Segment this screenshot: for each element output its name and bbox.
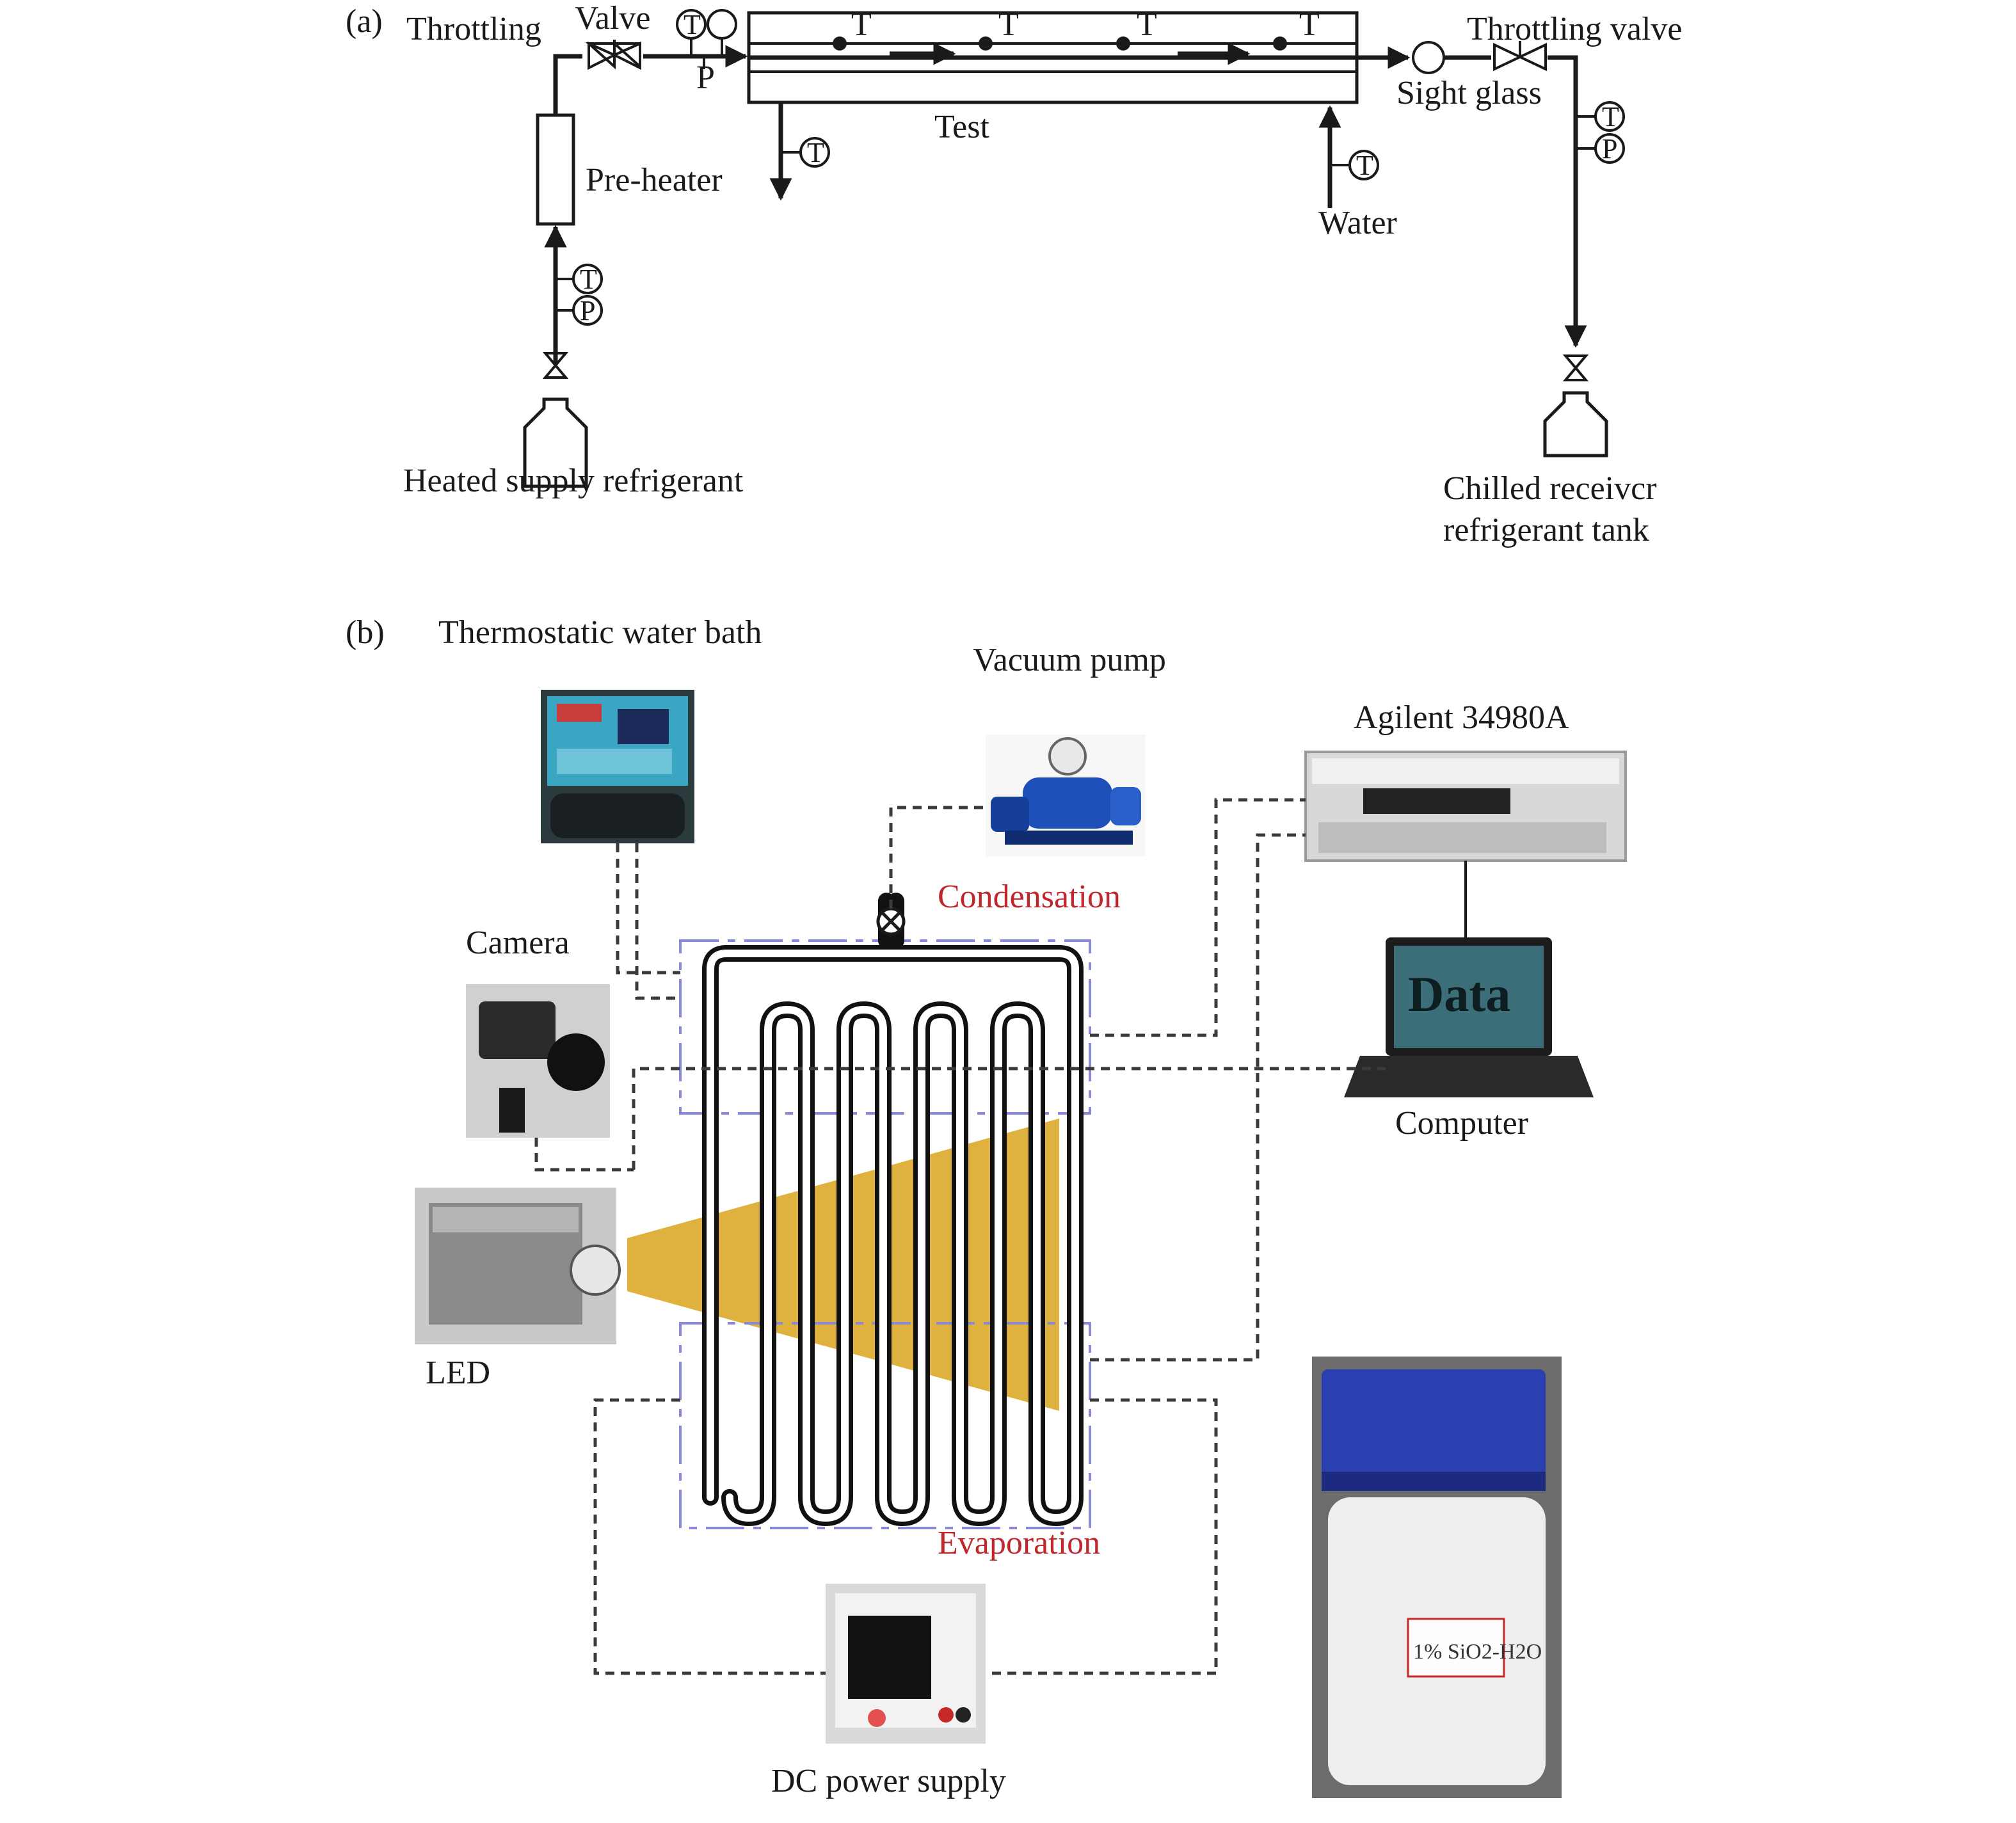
- thermocouple-t1: T: [851, 6, 872, 43]
- computer-label: Computer: [1395, 1105, 1528, 1142]
- evaporation-label: Evaporation: [938, 1525, 1100, 1561]
- outlet-gauges: T P: [1576, 101, 1625, 164]
- supply-t-gauge: T: [580, 264, 597, 295]
- computer-photo: Data: [1344, 937, 1594, 1097]
- supply-p-gauge: P: [580, 295, 595, 326]
- bath-line-2: [635, 843, 680, 1000]
- power-line-left: [593, 1398, 826, 1675]
- agilent-34980a-photo: [1304, 751, 1627, 862]
- test-label: Test: [934, 109, 989, 145]
- computer-screen-text: Data: [1408, 966, 1510, 1022]
- throttling-valve-outlet-icon: [1493, 41, 1547, 72]
- camera-computer-line: [632, 1067, 1386, 1170]
- water-inlet-gauge: T: [1330, 150, 1379, 181]
- panel-b: (b) Thermostatic water bath Vacuum pump …: [346, 614, 1627, 1799]
- pre-heater-label: Pre-heater: [586, 162, 723, 198]
- panel-a: (a) Throttling Valve T P Heated supply r…: [346, 0, 1682, 548]
- pressure-tap-label: P: [696, 60, 715, 96]
- thermocouple-t4: T: [1299, 6, 1320, 43]
- condensation-label: Condensation: [938, 879, 1121, 915]
- vacuum-pump-photo: [986, 735, 1146, 856]
- vacuum-pump-label: Vacuum pump: [973, 642, 1166, 678]
- chilled-receiver-label-2: refrigerant tank: [1443, 512, 1649, 548]
- vacuum-line: [889, 806, 989, 909]
- throttling-valve-inlet-icon: [585, 40, 641, 70]
- led-photo: [415, 1188, 621, 1344]
- receiver-valve-icon: [1562, 354, 1589, 381]
- sight-glass-label: Sight glass: [1396, 75, 1542, 111]
- outlet-t-gauge: T: [1602, 101, 1619, 132]
- camera-photo: [466, 984, 610, 1138]
- water-in-t-gauge: T: [1356, 150, 1373, 181]
- inlet-t-gauge: T: [684, 9, 701, 40]
- supply-tank-icon: [523, 397, 588, 488]
- nanofluid-jar-photo: 1% SiO2-H2O: [1312, 1357, 1562, 1798]
- heated-supply-label: Heated supply refrigerant: [403, 463, 744, 499]
- outlet-drop-pipe: [1548, 55, 1587, 348]
- evaporator-daq-line: [1090, 833, 1306, 1362]
- charging-valve-icon: [876, 907, 906, 936]
- pre-heater-box: [536, 113, 575, 226]
- panel-b-tag: (b): [346, 614, 385, 651]
- valve-label: Valve: [575, 0, 650, 36]
- sight-glass-icon: [1412, 41, 1445, 74]
- preheater-outlet-pipe: [553, 54, 582, 115]
- throttling-valve-label: Throttling valve: [1467, 11, 1682, 47]
- bath-line-1: [616, 843, 680, 975]
- led-label: LED: [426, 1355, 490, 1391]
- water-out-t-gauge: T: [807, 137, 824, 168]
- inlet-gauges: T P: [676, 9, 737, 96]
- test-thermocouples: T T T T: [833, 6, 1320, 51]
- receiver-tank-icon: [1543, 391, 1608, 458]
- dc-power-label: DC power supply: [771, 1763, 1006, 1799]
- supply-valve-icon: [542, 352, 569, 379]
- thermostatic-label: Thermostatic water bath: [438, 614, 762, 651]
- agilent-label: Agilent 34980A: [1354, 699, 1569, 736]
- chilled-receiver-label-1: Chilled receivcr: [1443, 470, 1657, 507]
- throttling-label: Throttling: [406, 11, 541, 47]
- water-outlet-gauge: T: [781, 137, 830, 168]
- camera-label: Camera: [466, 925, 570, 961]
- camera-line: [534, 1138, 634, 1172]
- dc-power-supply-photo: [826, 1584, 986, 1744]
- thermocouple-t3: T: [1137, 6, 1157, 43]
- water-bath-photo: [541, 690, 694, 843]
- panel-a-tag: (a): [346, 3, 383, 40]
- water-label: Water: [1318, 205, 1397, 241]
- supply-gauges: T P: [556, 264, 603, 326]
- outlet-p-gauge: P: [1602, 133, 1617, 164]
- power-line-right: [986, 1398, 1218, 1675]
- jar-handwritten-label: 1% SiO2-H2O: [1413, 1640, 1542, 1664]
- thermocouple-t2: T: [998, 6, 1019, 43]
- condenser-daq-line: [1090, 798, 1306, 1037]
